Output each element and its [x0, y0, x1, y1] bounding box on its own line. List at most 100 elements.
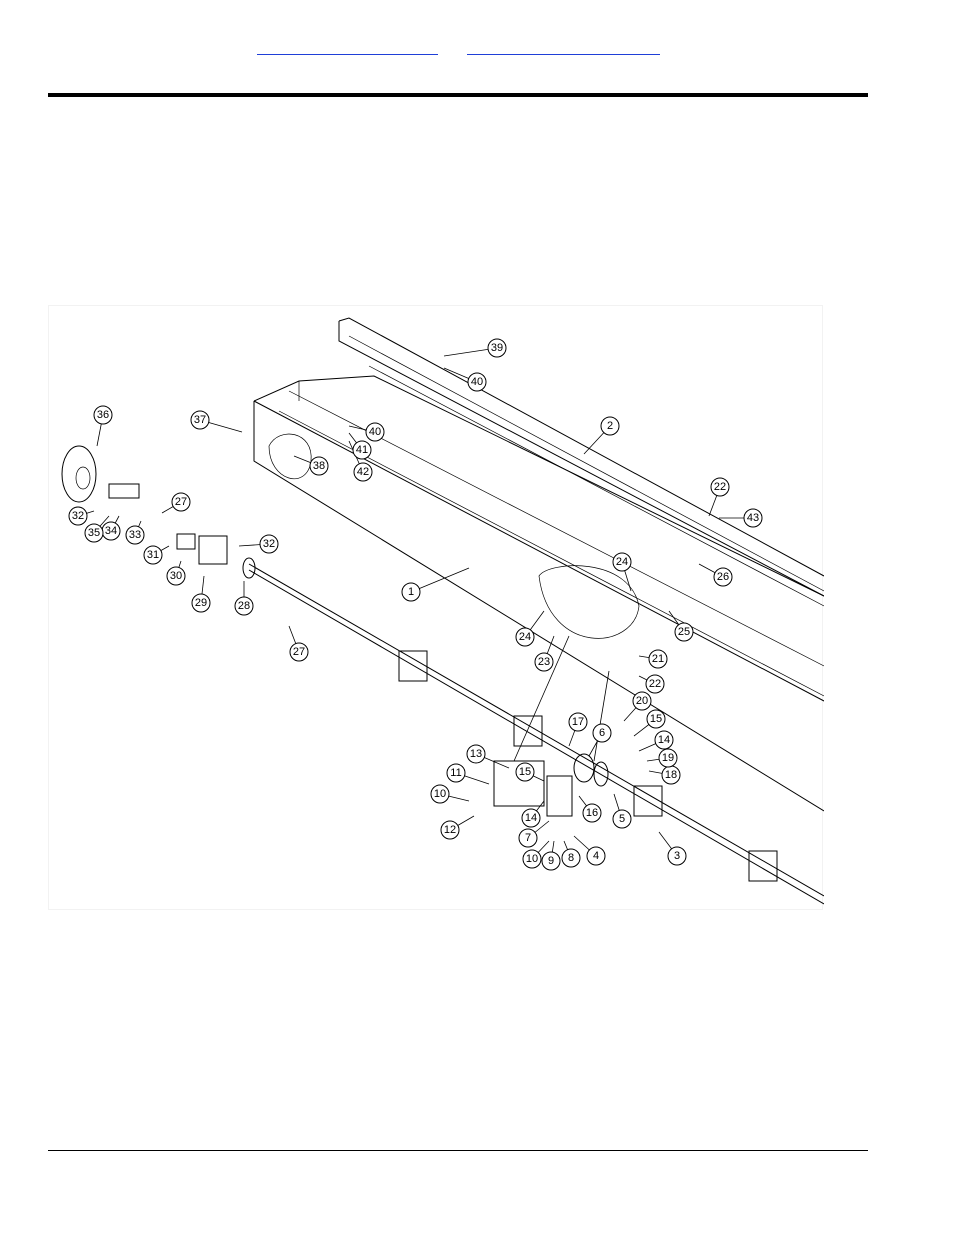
- callout-31: 31: [143, 545, 163, 565]
- drive-shaft: [248, 563, 824, 905]
- callout-label: 12: [444, 824, 456, 836]
- callout-label: 10: [434, 788, 446, 800]
- callout-35: 35: [84, 523, 104, 543]
- callout-label: 32: [263, 538, 275, 550]
- callouts: 1234578910101112131414151516171819202122…: [68, 338, 763, 871]
- callout-label: 39: [491, 342, 503, 354]
- callout-label: 24: [616, 556, 628, 568]
- callout-label: 8: [568, 852, 574, 864]
- callout-label: 17: [572, 716, 584, 728]
- leader-line: [410, 567, 470, 593]
- sprocket: [61, 445, 97, 503]
- callout-22: 22: [710, 477, 730, 497]
- callout-label: 22: [649, 678, 661, 690]
- callout-19: 19: [658, 748, 678, 768]
- callout-27: 27: [289, 642, 309, 662]
- callout-27: 27: [171, 492, 191, 512]
- callout-14: 14: [654, 730, 674, 750]
- callout-label: 20: [636, 695, 648, 707]
- callout-label: 1: [408, 586, 414, 598]
- callout-24: 24: [612, 552, 632, 572]
- seed-cups: [198, 535, 778, 882]
- callout-40: 40: [365, 422, 385, 442]
- callout-label: 9: [548, 855, 554, 867]
- header-rule: [48, 93, 868, 97]
- callout-label: 15: [650, 713, 662, 725]
- callout-label: 14: [658, 734, 670, 746]
- hopper-lid: [338, 317, 824, 607]
- callout-20: 20: [632, 691, 652, 711]
- callout-17: 17: [568, 712, 588, 732]
- callout-label: 40: [471, 376, 483, 388]
- callout-label: 32: [72, 510, 84, 522]
- callout-label: 33: [129, 529, 141, 541]
- callout-label: 42: [357, 466, 369, 478]
- callout-43: 43: [743, 508, 763, 528]
- footer-rule: [48, 1150, 868, 1151]
- callout-1: 1: [401, 582, 421, 602]
- callout-29: 29: [191, 593, 211, 613]
- callout-10: 10: [430, 784, 450, 804]
- callout-label: 25: [678, 626, 690, 638]
- top-link-2[interactable]: [467, 32, 660, 55]
- callout-label: 5: [619, 813, 625, 825]
- callout-11: 11: [446, 763, 466, 783]
- callout-42: 42: [353, 462, 373, 482]
- callout-40: 40: [467, 372, 487, 392]
- callout-3: 3: [667, 846, 687, 866]
- callout-label: 35: [88, 527, 100, 539]
- top-link-1[interactable]: [257, 32, 438, 55]
- callout-15: 15: [646, 709, 666, 729]
- callout-label: 18: [665, 769, 677, 781]
- callout-label: 41: [356, 444, 368, 456]
- callout-14: 14: [521, 808, 541, 828]
- callout-26: 26: [713, 567, 733, 587]
- parts-diagram-svg: 1234578910101112131414151516171819202122…: [61, 317, 824, 905]
- callout-label: 15: [519, 766, 531, 778]
- drive-parts: [108, 483, 256, 579]
- callout-label: 19: [662, 752, 674, 764]
- callout-label: 29: [195, 597, 207, 609]
- callout-label: 14: [525, 812, 537, 824]
- callout-32: 32: [68, 506, 88, 526]
- callout-label: 28: [238, 600, 250, 612]
- callout-28: 28: [234, 596, 254, 616]
- callout-label: 7: [525, 832, 531, 844]
- callout-33: 33: [125, 525, 145, 545]
- callout-10: 10: [522, 849, 542, 869]
- callout-label: 11: [450, 767, 461, 779]
- callout-label: 16: [586, 807, 598, 819]
- callout-label: 27: [175, 496, 187, 508]
- callout-41: 41: [352, 440, 372, 460]
- callout-9: 9: [541, 851, 561, 871]
- callout-23: 23: [534, 652, 554, 672]
- callout-36: 36: [93, 405, 113, 425]
- callout-label: 40: [369, 426, 381, 438]
- callout-label: 34: [105, 525, 117, 537]
- callout-label: 3: [674, 850, 680, 862]
- callout-5: 5: [612, 809, 632, 829]
- callout-39: 39: [487, 338, 507, 358]
- callout-4: 4: [586, 846, 606, 866]
- callout-32: 32: [259, 534, 279, 554]
- callout-label: 38: [313, 460, 325, 472]
- callout-6: 6: [592, 723, 612, 743]
- callout-25: 25: [674, 622, 694, 642]
- callout-38: 38: [309, 456, 329, 476]
- callout-7: 7: [518, 828, 538, 848]
- callout-24: 24: [515, 627, 535, 647]
- callout-label: 6: [599, 727, 605, 739]
- callout-label: 37: [194, 414, 206, 426]
- callout-15: 15: [515, 762, 535, 782]
- callout-30: 30: [166, 566, 186, 586]
- clutch-assembly: [493, 635, 610, 817]
- callout-22: 22: [645, 674, 665, 694]
- callout-label: 2: [607, 420, 613, 432]
- callout-21: 21: [648, 649, 668, 669]
- callout-label: 22: [714, 481, 726, 493]
- leader-lines: [77, 347, 753, 862]
- callout-12: 12: [440, 820, 460, 840]
- callout-label: 26: [717, 571, 729, 583]
- callout-2: 2: [600, 416, 620, 436]
